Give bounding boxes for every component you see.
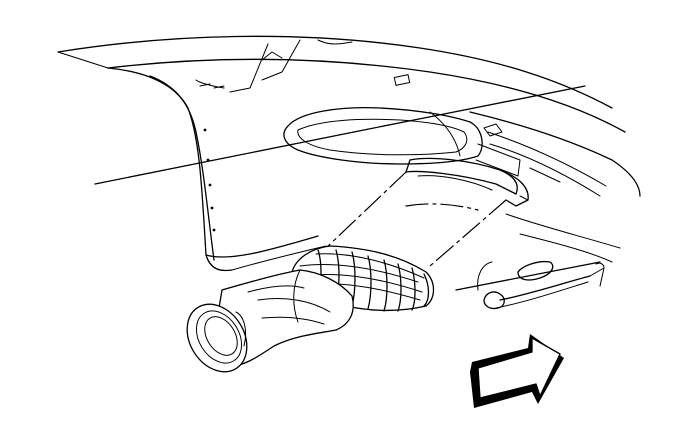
duct-upper-collar — [405, 157, 529, 207]
defroster-duct-dashed-path — [325, 171, 507, 267]
direction-arrow — [470, 334, 564, 408]
windshield-reference-line — [94, 85, 586, 185]
duct-nozzle — [186, 269, 354, 373]
clip-bracket — [455, 260, 605, 310]
defroster-outlet-opening — [283, 106, 483, 165]
instrument-panel-outline — [57, 35, 641, 272]
